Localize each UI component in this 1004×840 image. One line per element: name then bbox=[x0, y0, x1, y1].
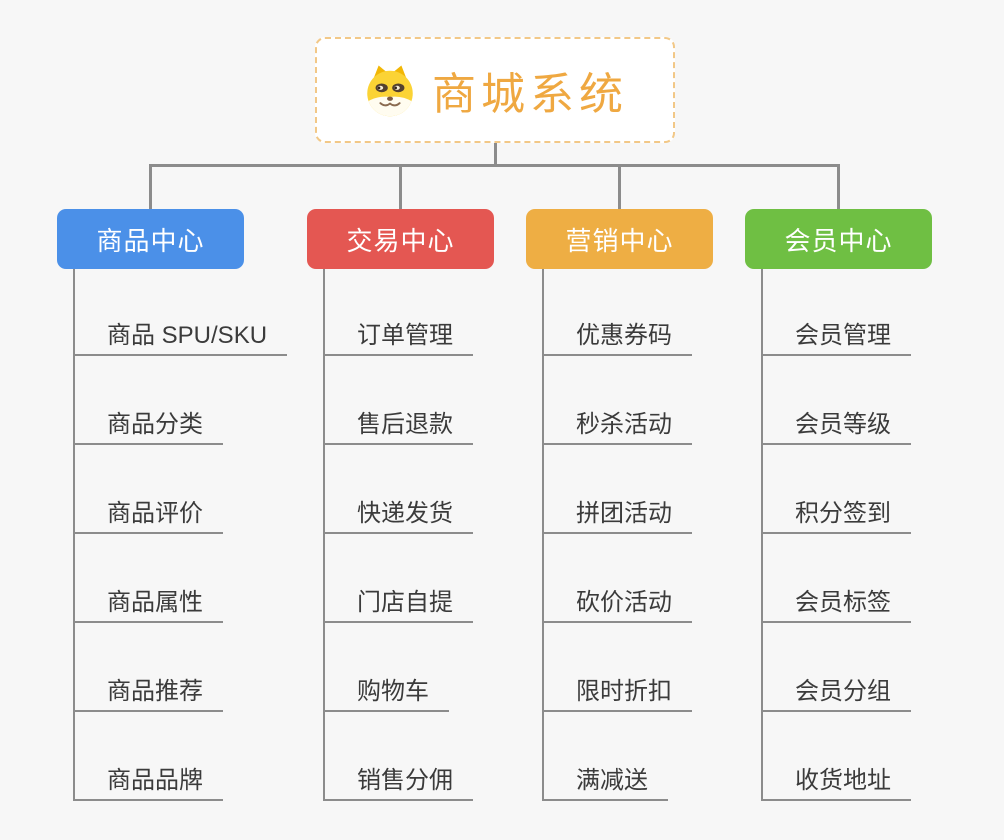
leaf-node[interactable]: 商品属性 bbox=[73, 589, 223, 623]
branch-marketing-center: 营销中心 优惠券码 秒杀活动 拼团活动 砍价活动 限时折扣 满减送 bbox=[526, 209, 806, 809]
leaf-node[interactable]: 拼团活动 bbox=[542, 500, 692, 534]
leaf-node[interactable]: 商品推荐 bbox=[73, 678, 223, 712]
leaf-node[interactable]: 门店自提 bbox=[323, 589, 473, 623]
leaf-node[interactable]: 会员管理 bbox=[761, 322, 911, 356]
leaf-node[interactable]: 会员标签 bbox=[761, 589, 911, 623]
root-node-label: 商城系统 bbox=[432, 70, 628, 119]
branch-line bbox=[73, 269, 75, 801]
branch-node-product-center[interactable]: 商品中心 bbox=[57, 209, 244, 269]
leaf-node[interactable]: 收货地址 bbox=[761, 767, 911, 801]
branch-node-trade-center[interactable]: 交易中心 bbox=[307, 209, 494, 269]
branch-line bbox=[323, 269, 325, 801]
leaf-node[interactable]: 优惠券码 bbox=[542, 322, 692, 356]
connector-horizontal-bar bbox=[149, 164, 840, 167]
branch-line bbox=[542, 269, 544, 801]
leaf-node[interactable]: 砍价活动 bbox=[542, 589, 692, 623]
root-node-mall-system[interactable]: 商城系统 bbox=[315, 37, 675, 143]
leaf-node[interactable]: 商品评价 bbox=[73, 500, 223, 534]
leaf-node[interactable]: 满减送 bbox=[542, 767, 668, 801]
leaf-node[interactable]: 订单管理 bbox=[323, 322, 473, 356]
leaf-node[interactable]: 销售分佣 bbox=[323, 767, 473, 801]
leaf-node[interactable]: 购物车 bbox=[323, 678, 449, 712]
connector-drop-marketing bbox=[618, 167, 621, 209]
branch-product-center: 商品中心 商品 SPU/SKU 商品分类 商品评价 商品属性 商品推荐 商品品牌 bbox=[57, 209, 337, 809]
leaf-node[interactable]: 限时折扣 bbox=[542, 678, 692, 712]
connector-root-stem bbox=[494, 143, 497, 164]
leaf-node[interactable]: 快递发货 bbox=[323, 500, 473, 534]
dog-face-icon bbox=[367, 65, 413, 117]
connector-drop-trade bbox=[399, 167, 402, 209]
branch-line bbox=[761, 269, 763, 801]
leaf-node[interactable]: 商品分类 bbox=[73, 411, 223, 445]
branch-member-center: 会员中心 会员管理 会员等级 积分签到 会员标签 会员分组 收货地址 bbox=[745, 209, 1004, 809]
branch-node-member-center[interactable]: 会员中心 bbox=[745, 209, 932, 269]
leaf-node[interactable]: 商品品牌 bbox=[73, 767, 223, 801]
connector-drop-member bbox=[837, 167, 840, 209]
branch-node-marketing-center[interactable]: 营销中心 bbox=[526, 209, 713, 269]
leaf-node[interactable]: 售后退款 bbox=[323, 411, 473, 445]
leaf-node[interactable]: 积分签到 bbox=[761, 500, 911, 534]
leaf-node[interactable]: 秒杀活动 bbox=[542, 411, 692, 445]
leaf-node[interactable]: 会员分组 bbox=[761, 678, 911, 712]
branch-trade-center: 交易中心 订单管理 售后退款 快递发货 门店自提 购物车 销售分佣 bbox=[307, 209, 587, 809]
leaf-node[interactable]: 会员等级 bbox=[761, 411, 911, 445]
connector-drop-product bbox=[149, 167, 152, 209]
leaf-node[interactable]: 商品 SPU/SKU bbox=[73, 322, 288, 356]
